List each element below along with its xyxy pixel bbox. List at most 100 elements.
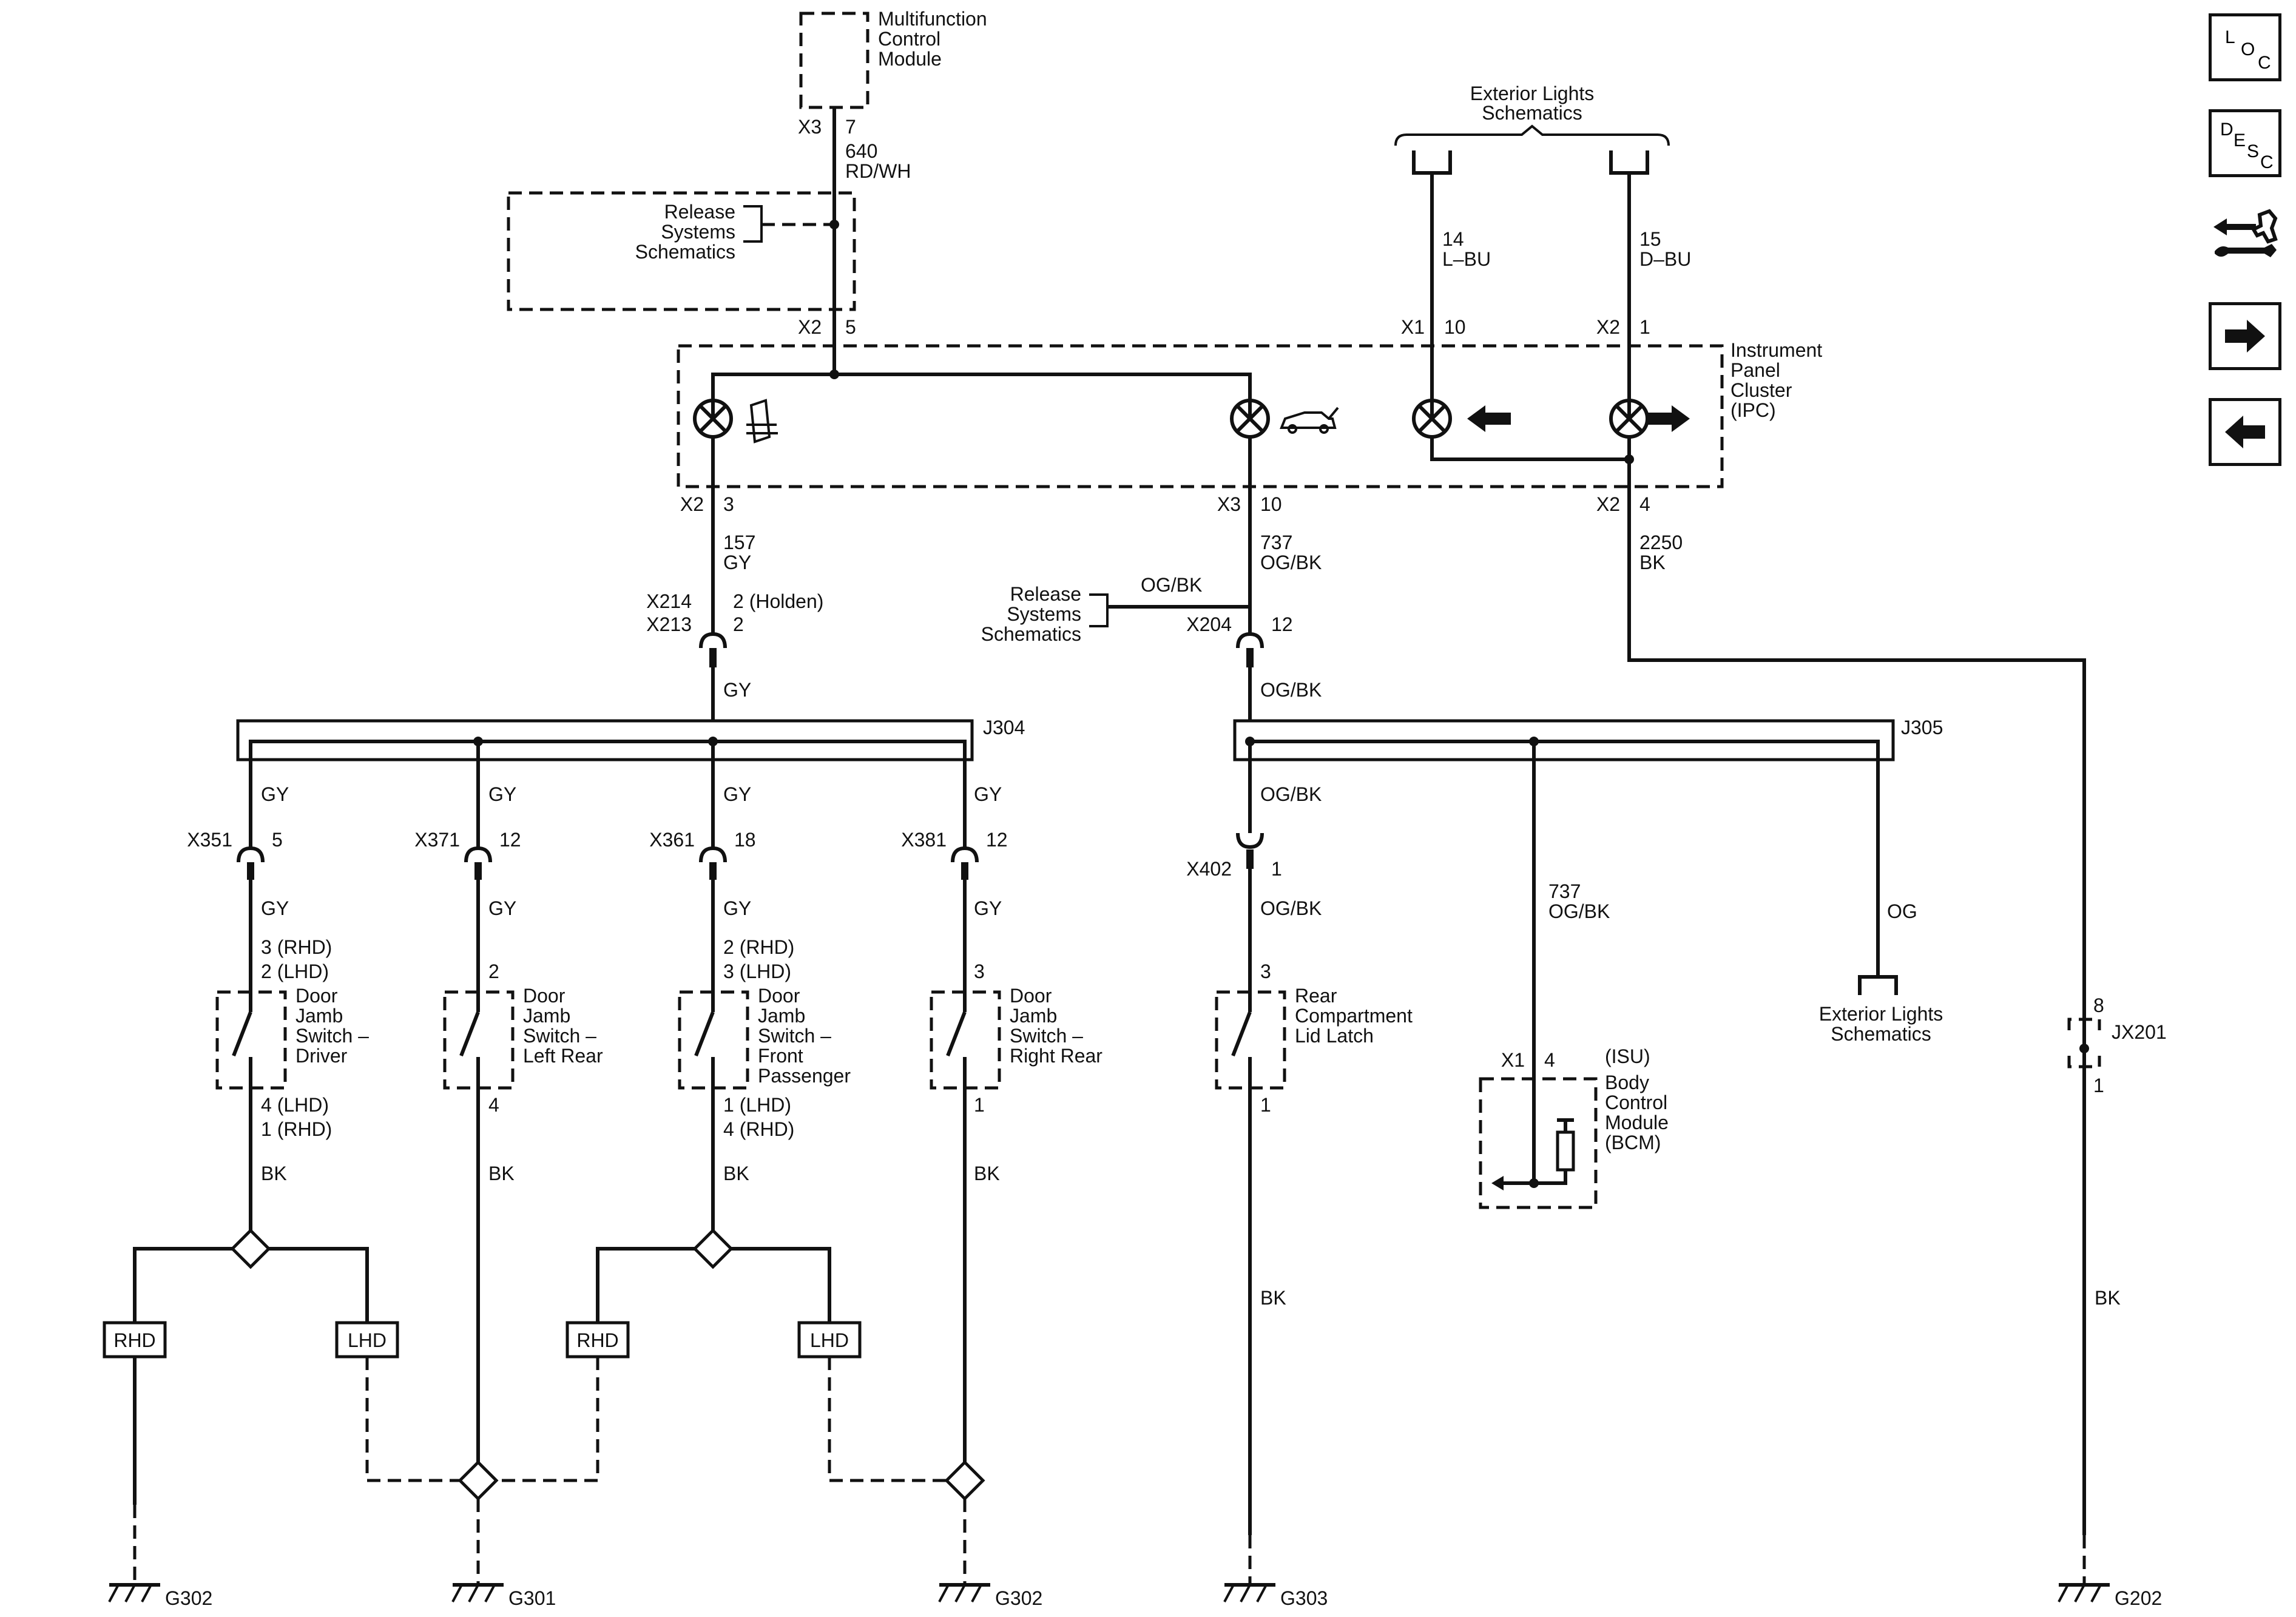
ext-lights-top-label-1: Exterior Lights [1470, 83, 1595, 104]
g302-right-label: G302 [995, 1587, 1042, 1609]
connector-wrench-icon [2213, 209, 2278, 257]
door-jamb-switch-left-rear[interactable] [443, 990, 515, 1090]
driver-top-pin-2: 2 (LHD) [261, 960, 329, 982]
ground-g302-right[interactable] [938, 1583, 990, 1602]
desc-button[interactable]: D E S C [2209, 109, 2281, 177]
x214-connector: X214 [646, 590, 692, 612]
ipc-x2-connector: X2 [1596, 316, 1620, 338]
sw-rr-label-3: Switch – [1010, 1025, 1083, 1047]
sw-lr-label-4: Left Rear [523, 1045, 603, 1067]
rear-compartment-lid-latch[interactable] [1215, 990, 1286, 1090]
mcm-label-1: Multifunction [878, 8, 987, 30]
ogbk-latch-color: OG/BK [1260, 783, 1322, 805]
connector-tools-button[interactable] [2209, 204, 2281, 272]
sw-fp-label-1: Door [758, 985, 800, 1007]
ipc-top-pin: 5 [845, 316, 856, 338]
g301-label: G301 [508, 1587, 556, 1609]
turn-right-arrow-icon [1646, 405, 1690, 432]
arrow-left-icon [2225, 416, 2265, 448]
bk-lr-color: BK [488, 1163, 515, 1184]
g302-left-label: G302 [165, 1587, 212, 1609]
ogbk-j305-color: OG/BK [1260, 679, 1322, 701]
ext-lights-bottom-label-1: Exterior Lights [1819, 1003, 1943, 1025]
wire-2250-number: 2250 [1639, 532, 1683, 553]
x213-connector-symbol [699, 632, 727, 649]
sw-fp-label-4: Front [758, 1045, 803, 1067]
og-color: OG [1887, 900, 1917, 922]
driver-lhd-wire [269, 1247, 369, 1323]
ipc-internal-bus [711, 373, 1252, 419]
x381-connector: X381 [901, 829, 947, 851]
bk-driver-color: BK [261, 1163, 287, 1184]
bk-fp-color: BK [723, 1163, 749, 1184]
fp-bottom-pin-1: 1 (LHD) [723, 1094, 791, 1116]
ipc-x2-bottom-connector: X2 [680, 493, 704, 515]
bcm-pin: 4 [1544, 1049, 1555, 1071]
driver-lhd-ground-wire [365, 1357, 460, 1482]
sw-lr-label-3: Switch – [523, 1025, 596, 1047]
wire-14-number: 14 [1442, 228, 1464, 250]
ipc-x2-bottom-pin: 3 [723, 493, 734, 515]
ext-lights-top-bracket [1394, 124, 1670, 146]
bcm-input-arrow-icon [1491, 1176, 1504, 1190]
sw-rr-label-1: Door [1010, 985, 1052, 1007]
sw-lr-label-1: Door [523, 985, 566, 1007]
body-control-module[interactable] [1479, 1077, 1598, 1209]
driver-rhd-wire [133, 1247, 232, 1323]
wire-2250-color: BK [1639, 552, 1666, 573]
door-jamb-switch-front-passenger[interactable] [678, 990, 749, 1090]
arrow-right-icon [2225, 320, 2265, 353]
car-door-open-icon [746, 399, 778, 444]
lhd-label-1: LHD [348, 1329, 387, 1351]
inline-connector-jx201[interactable] [2067, 1018, 2101, 1068]
release-top-label-3: Schematics [635, 241, 735, 263]
ipc-x1-pin: 10 [1444, 316, 1466, 338]
release-systems-box [507, 191, 856, 311]
door-jamb-switch-right-rear[interactable] [930, 990, 1001, 1090]
connector-x361 [699, 783, 727, 880]
bk-latch-color: BK [1260, 1287, 1286, 1309]
multifunction-control-module[interactable] [799, 12, 869, 109]
turn-left-arrow-icon [1467, 405, 1511, 432]
wire-15-number: 15 [1639, 228, 1661, 250]
ipc-x2-right-pin: 4 [1639, 493, 1650, 515]
mcm-connector-label: X3 [798, 116, 822, 138]
ext-lights-connector-right [1609, 150, 1649, 175]
ground-g301[interactable] [451, 1583, 504, 1602]
instrument-panel-cluster[interactable] [677, 344, 1724, 488]
back-button[interactable] [2209, 398, 2281, 466]
ground-g302-left[interactable] [108, 1583, 160, 1602]
door-jamb-switch-driver[interactable] [215, 990, 287, 1090]
ground-g303[interactable] [1223, 1583, 1275, 1602]
ground-g202[interactable] [2058, 1583, 2110, 1602]
latch-top-pin: 3 [1260, 960, 1271, 982]
ext-lights-top-label-2: Schematics [1482, 102, 1582, 124]
wire-737-color: OG/BK [1260, 552, 1322, 573]
ipc-splice [829, 370, 839, 379]
j304-splice-2 [708, 737, 718, 746]
sw-driver-label-2: Jamb [295, 1005, 343, 1027]
rhd-label-1: RHD [113, 1329, 155, 1351]
ipc-top-connector: X2 [798, 316, 822, 338]
release-top-label-1: Release [664, 201, 735, 223]
next-button[interactable] [2209, 302, 2281, 370]
turn-lamp-common [1430, 437, 1631, 461]
x381-pin: 12 [986, 829, 1008, 851]
driver-branch-splice [230, 1228, 271, 1269]
sw-rr-label-2: Jamb [1010, 1005, 1057, 1027]
g301-splice [458, 1460, 499, 1501]
loc-button[interactable]: L O C [2209, 13, 2281, 81]
driver-top-pin-1: 3 (RHD) [261, 936, 332, 958]
desc-s: S [2247, 141, 2260, 161]
bk-rr-color: BK [974, 1163, 1000, 1184]
g202-label: G202 [2115, 1587, 2162, 1609]
bcm-pullup-wire [1534, 1170, 1567, 1185]
ipc-label-4: (IPC) [1730, 399, 1776, 421]
fp-rhd-ground-wire [496, 1357, 599, 1482]
wire-2250[interactable] [1627, 459, 2086, 1019]
j305-splice-1 [1245, 737, 1255, 746]
lr-top-pin: 2 [488, 960, 499, 982]
x213-pin: 2 [733, 613, 744, 635]
g302-right-splice [944, 1460, 985, 1501]
wire-737b-number: 737 [1548, 880, 1581, 902]
